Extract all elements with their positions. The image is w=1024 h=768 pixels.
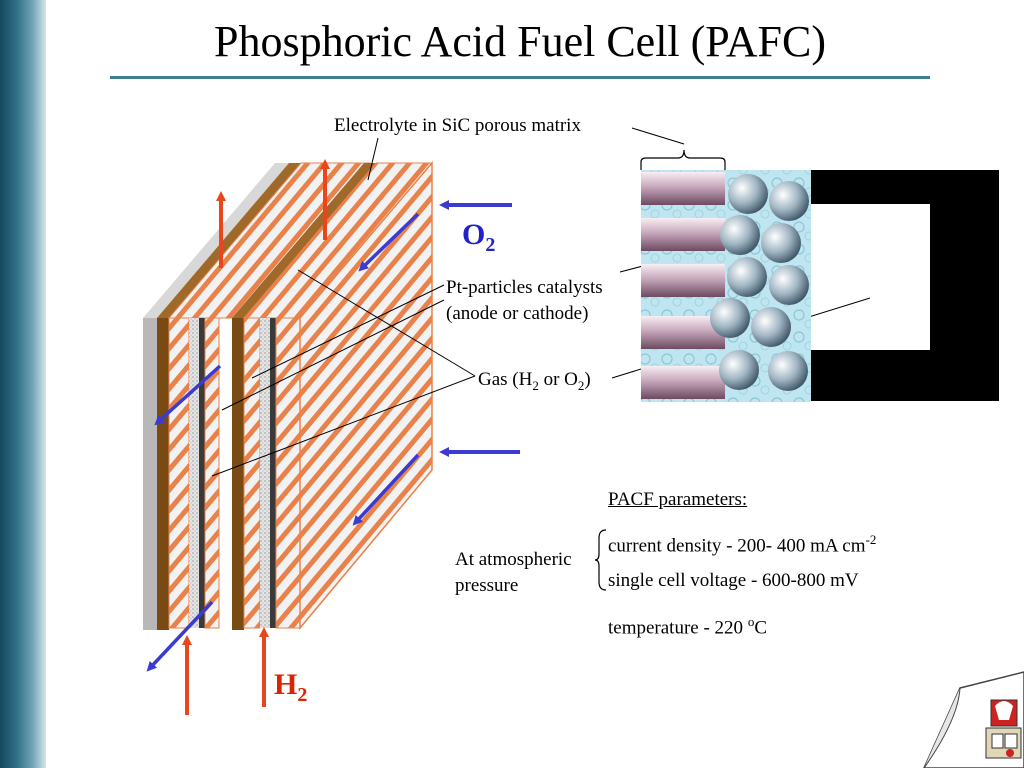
- sic-rod: [641, 218, 725, 251]
- electrode-front: [168, 317, 190, 629]
- plate-front-brown: [232, 318, 244, 630]
- plate-top-grey: [143, 163, 293, 318]
- electrode-front: [243, 317, 261, 629]
- electrolyte-matrix: [199, 318, 205, 628]
- voltage-param: single cell voltage - 600-800 mV: [608, 570, 859, 591]
- gas-channel-plate: [811, 170, 999, 401]
- side-decor-bar: [0, 0, 46, 768]
- o2-label: O2: [462, 218, 496, 256]
- sic-rod: [641, 366, 725, 399]
- slide-title: Phosphoric Acid Fuel Cell (PAFC): [214, 17, 826, 66]
- electrolyte-matrix: [270, 318, 276, 628]
- electrode-front: [204, 317, 220, 629]
- condition-line1: At atmospheric: [455, 549, 572, 570]
- electrolyte-brace: [640, 149, 726, 170]
- electrode-front: [275, 317, 301, 629]
- plate-top-brown: [232, 163, 376, 318]
- plate-top-brown: [157, 163, 301, 318]
- arrow-diagonal-icon: [358, 212, 420, 272]
- gas-label: Gas (H2 or O2): [478, 369, 591, 393]
- arrow-diagonal-icon: [146, 600, 214, 672]
- catalyst-layer: [260, 318, 270, 628]
- hydrogen-flow-arrows: [182, 159, 330, 715]
- cell-stack: [143, 160, 434, 631]
- parameters-brace: [594, 529, 607, 591]
- arrow-diagonal-icon: [154, 364, 222, 426]
- oxygen-flow-arrows: [146, 200, 520, 672]
- current-density-param: current density - 200- 400 mA cm-2: [608, 532, 877, 557]
- magnified-electrode-view: [641, 170, 999, 402]
- leader-lines: [211, 127, 871, 477]
- electrode-side-face: [299, 160, 433, 631]
- sic-rod: [641, 264, 725, 297]
- condition-line2: pressure: [455, 575, 519, 596]
- plate-front-brown: [157, 318, 169, 630]
- h2-label: H2: [274, 668, 308, 706]
- catalyst-label-line2: (anode or cathode): [446, 303, 589, 324]
- temperature-param: temperature - 220 oC: [608, 614, 767, 639]
- electrolyte-label: Electrolyte in SiC porous matrix: [334, 115, 581, 136]
- arrow-diagonal-icon: [352, 453, 420, 526]
- catalyst-label-line1: Pt-particles catalysts: [446, 277, 603, 298]
- title-rule: [110, 76, 930, 79]
- pt-particles: [710, 174, 809, 391]
- catalyst-layer: [189, 318, 199, 628]
- plate-front-grey: [143, 318, 157, 630]
- university-logo: [923, 671, 1024, 768]
- parameters-heading: PACF parameters:: [608, 489, 748, 510]
- sic-rod: [641, 172, 725, 205]
